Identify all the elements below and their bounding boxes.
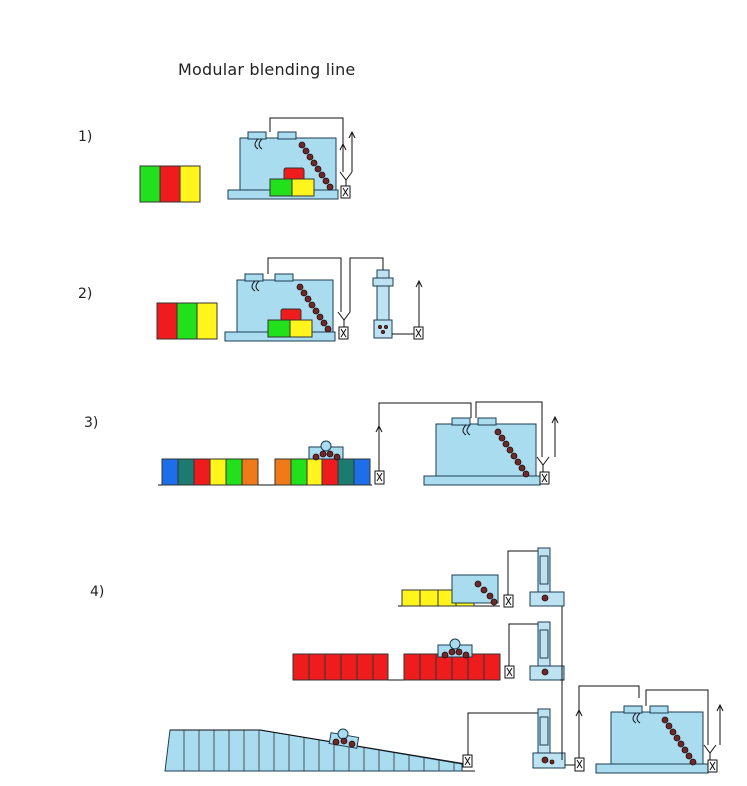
blending-hopper [227,131,339,200]
condenser [372,269,424,340]
bale-yellow [196,302,218,340]
hopper-port [247,131,267,140]
bale-red [419,653,437,681]
weighing-feeder [532,708,566,769]
collector-duct [560,606,564,760]
bale-red [280,308,302,322]
bale-teal [177,458,195,486]
bale-row [156,302,218,340]
step-4-group [164,547,724,774]
bale-red [372,653,389,681]
bale-red [159,165,181,203]
spiked-lattice-conveyor [298,141,334,191]
y-junction [339,171,353,186]
bale-opener [328,728,360,749]
bale-yellow [289,319,313,338]
bale-red [193,458,211,486]
bale-green [225,458,243,486]
bale-yellow [401,589,421,607]
spiked-lattice-conveyor [661,716,697,766]
bale-yellow [419,589,439,607]
bale-green [139,165,161,203]
green-bale-ramp [164,729,463,772]
bale-red [467,653,485,681]
spiked-lattice-conveyor [494,428,530,478]
bale-red [483,653,501,681]
step-3-label: 3) [84,415,98,431]
bale-red [156,302,178,340]
bale-blue [161,458,179,486]
bale-green [267,319,291,338]
bale-orange [241,458,259,486]
bale-row [139,165,201,203]
bale-red [403,653,421,681]
bale-red [321,458,339,486]
step-2-group [156,257,424,342]
bale-row-red-left [292,653,389,681]
bale-green [176,302,198,340]
blending-hopper [423,417,541,486]
bale-red [324,653,342,681]
bale-yellow [179,165,201,203]
bale-row-red-right [403,653,501,681]
inlet-nozzle [254,138,263,150]
step-4-label: 4) [90,584,104,600]
bale-green [269,178,293,197]
transport-duct [378,402,472,471]
fan-unit [269,117,356,199]
step-2-label: 2) [78,286,92,302]
bale-red [340,653,358,681]
bale-yellow [306,458,324,486]
bale-orange [274,458,292,486]
bale-red [292,653,310,681]
weighing-feeder [529,547,565,607]
bale-red [356,653,374,681]
bale-yellow [291,178,315,197]
bale-yellow [209,458,227,486]
fan-unit [267,257,384,340]
weighing-feeder [529,621,565,681]
hopper-port [277,131,297,140]
step-3-group [158,401,559,486]
condenser-base [373,319,393,339]
bale-opener [308,440,344,461]
diagram-title: Modular blending line [178,60,355,79]
bale-teal [337,458,355,486]
bale-opener [437,638,473,659]
blended-bale-row [161,458,371,486]
bale-blue [353,458,371,486]
blending-hopper [224,273,336,342]
step-1-label: 1) [78,129,92,145]
spiked-lattice-conveyor [296,283,332,333]
step-1-group [139,117,356,203]
final-blending-hopper [595,689,724,774]
bale-red [283,167,305,181]
bale-green [290,458,308,486]
bale-red [308,653,326,681]
